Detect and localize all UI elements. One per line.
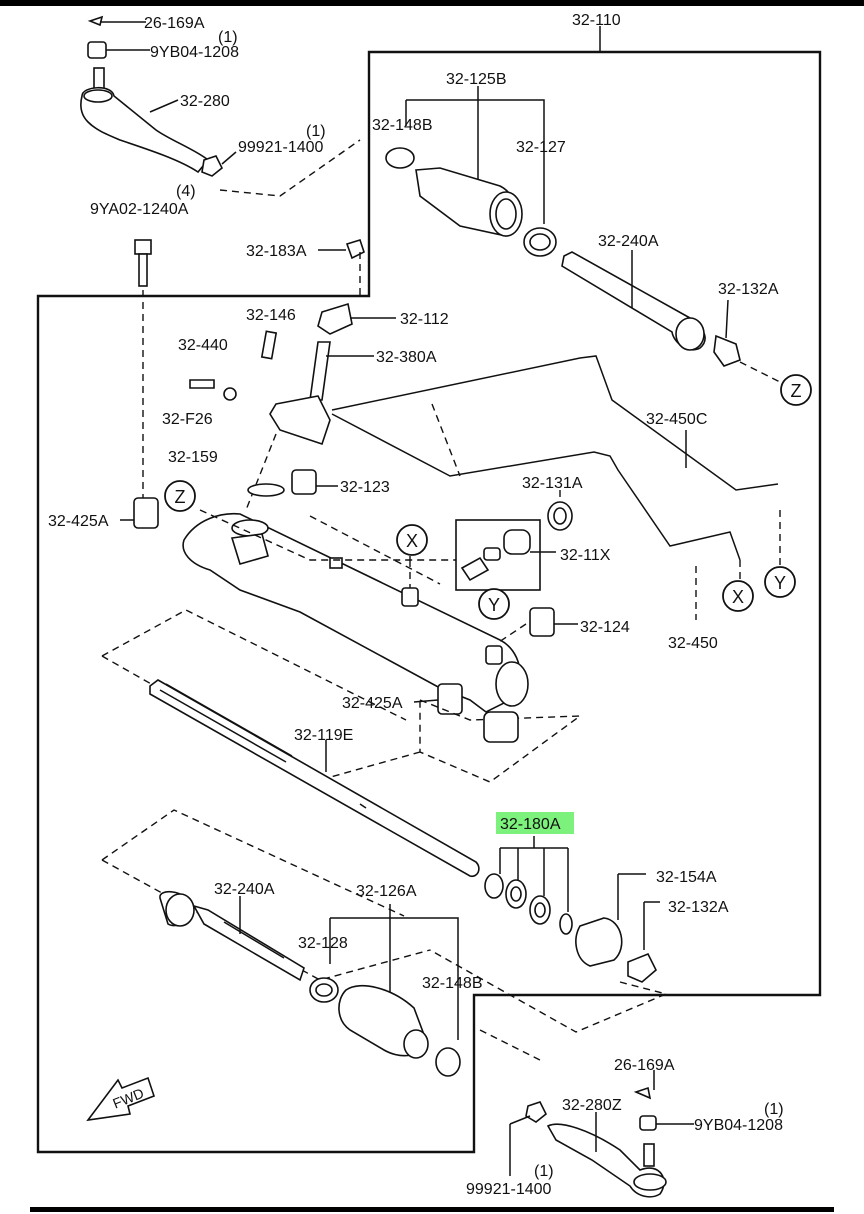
marker-y-center	[478, 588, 510, 620]
label-32-450: 32-450	[668, 635, 718, 652]
shim-kit	[429, 836, 669, 1033]
label-32-112: 32-112	[400, 311, 449, 328]
marker-x-right	[722, 580, 754, 612]
marker-y-right	[764, 566, 796, 598]
label-32-440: 32-440	[178, 337, 228, 354]
label-32-F26: 32-F26	[162, 411, 213, 428]
label-9YB04-1208-bot: 9YB04-1208	[694, 1117, 783, 1134]
label-32-148B-top: 32-148B	[372, 117, 433, 134]
label-32-128: 32-128	[298, 935, 348, 952]
label-9YB04-1208-top: 9YB04-1208	[150, 44, 239, 61]
rack-housing	[133, 469, 781, 783]
label-32-146: 32-146	[246, 307, 296, 324]
label-99921-1400-top: 99921-1400	[238, 139, 324, 156]
label-32-180A[interactable]: 32-180A	[500, 816, 561, 833]
marker-y-right-label: Y	[774, 573, 786, 593]
label-99921-1400-bot: 99921-1400	[466, 1181, 552, 1198]
steering-rack	[101, 609, 480, 878]
label-32-132A-top: 32-132A	[718, 281, 779, 298]
boot-kit-top	[385, 86, 781, 383]
highlight-32-180A	[496, 812, 574, 834]
assembly-frame	[36, 50, 822, 1154]
bottom-border-bar	[30, 1207, 834, 1212]
label-32-240A-bot: 32-240A	[214, 881, 275, 898]
label-32-126A: 32-126A	[356, 883, 417, 900]
pinion-valve-area	[189, 302, 779, 561]
label-32-124: 32-124	[580, 619, 630, 636]
label-qty-top: (1)	[218, 29, 238, 46]
marker-z-right	[780, 374, 812, 406]
label-32-380A: 32-380A	[376, 349, 437, 366]
label-32-119E: 32-119E	[294, 727, 353, 744]
label-32-131A: 32-131A	[522, 475, 583, 492]
marker-x-right-label: X	[732, 587, 744, 607]
marker-z-right-label: Z	[791, 381, 802, 401]
label-32-280Z: 32-280Z	[562, 1097, 622, 1114]
label-32-11X: 32-11X	[560, 547, 611, 564]
label-32-125B: 32-125B	[446, 71, 507, 88]
label-qty-bot: (1)	[764, 1101, 784, 1118]
top-border-bar	[0, 0, 864, 6]
label-qty-bolt: (4)	[176, 183, 196, 200]
label-qty-nut-top: (1)	[306, 123, 326, 140]
label-32-280: 32-280	[180, 93, 230, 110]
label-32-159: 32-159	[168, 449, 218, 466]
marker-z-left-label: Z	[175, 487, 186, 507]
tie-rod-bottom	[86, 809, 461, 1122]
label-32-450C: 32-450C	[646, 411, 707, 428]
marker-z-left	[164, 480, 196, 512]
marker-x-center	[396, 524, 428, 556]
label-9YA02-1240A: 9YA02-1240A	[90, 201, 189, 218]
label-32-425A-left: 32-425A	[48, 513, 109, 530]
label-32-127: 32-127	[516, 139, 566, 156]
label-26-169A-bot: 26-169A	[614, 1057, 675, 1074]
label-32-123: 32-123	[340, 479, 390, 496]
tie-rod-end-bottom	[479, 1029, 694, 1198]
label-qty-nut-bot: (1)	[534, 1163, 554, 1180]
label-32-148B-bot: 32-148B	[422, 975, 483, 992]
label-32-183A: 32-183A	[246, 243, 307, 260]
label-32-132A-bot: 32-132A	[668, 899, 729, 916]
tie-rod-end-top	[80, 15, 365, 500]
marker-x-center-label: X	[406, 531, 418, 551]
label-32-240A-top: 32-240A	[598, 233, 659, 250]
label-26-169A-top: 26-169A	[144, 15, 205, 32]
group-label: 32-110	[572, 12, 621, 29]
marker-y-center-label: Y	[488, 595, 500, 615]
label-32-154A: 32-154A	[656, 869, 717, 886]
